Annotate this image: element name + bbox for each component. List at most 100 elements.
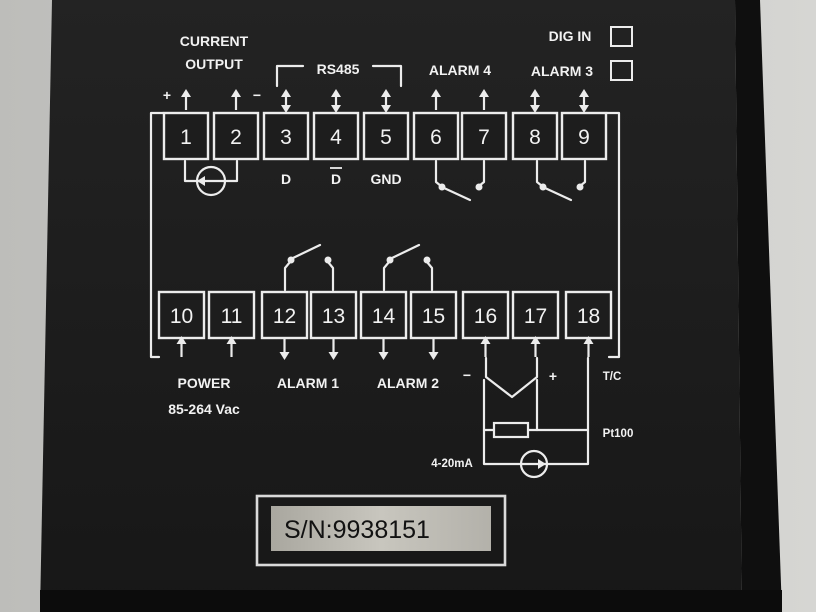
terminal-6-arrow xyxy=(431,89,441,110)
terminal-1-arrow-up xyxy=(181,89,191,97)
alarm2-contact-switch xyxy=(390,243,421,260)
terminal-15-arrow xyxy=(428,339,439,360)
terminal-12-arrow-down xyxy=(279,352,290,360)
terminal-17 xyxy=(511,290,560,340)
terminal-4-arrow-up xyxy=(331,89,341,97)
terminal-5-arrow-down xyxy=(381,105,391,113)
terminal-10-arrow-up xyxy=(176,336,187,344)
terminal-4 xyxy=(312,111,360,161)
terminal-5-arrow xyxy=(381,89,391,113)
terminal-6-arrow-up xyxy=(431,89,441,97)
terminal-17-number: 17 xyxy=(524,305,547,328)
rs485-gnd-label: GND xyxy=(370,171,401,187)
terminal-2-arrow-up xyxy=(231,89,241,97)
terminal-2-number: 2 xyxy=(230,126,242,149)
tc-label: T/C xyxy=(603,371,622,383)
terminal-3-arrow-down xyxy=(281,105,291,113)
terminal-14 xyxy=(359,290,408,340)
terminal-15 xyxy=(409,290,458,340)
serial-number: S/N:9938151 xyxy=(284,516,430,544)
terminal-10 xyxy=(157,290,206,340)
alarm3-contact-right xyxy=(576,183,584,191)
terminal-1 xyxy=(162,111,210,161)
terminal-3-arrow-up xyxy=(281,89,291,97)
alarm4-contact-right xyxy=(475,183,483,191)
terminal-15-number: 15 xyxy=(422,305,445,328)
terminal-6 xyxy=(412,111,460,161)
device-side-edge xyxy=(735,0,782,612)
alarm4-label: ALARM 4 xyxy=(429,62,491,78)
alarm2-contact-right xyxy=(423,256,431,264)
terminal-2-arrow xyxy=(231,89,241,110)
terminal-13 xyxy=(309,290,358,340)
alarm2-label: ALARM 2 xyxy=(377,375,439,391)
current-output-label-line1: CURRENT xyxy=(180,33,249,49)
terminal-13-arrow xyxy=(328,339,339,360)
terminal-5-number: 5 xyxy=(380,126,392,149)
terminal-14-arrow-down xyxy=(378,352,389,360)
ma-source-icon xyxy=(519,449,549,479)
alarm1-contact-wires xyxy=(283,260,335,292)
terminal-14-number: 14 xyxy=(372,305,396,328)
terminal-9-arrow-up xyxy=(579,89,589,97)
terminal-10-arrow xyxy=(176,336,187,357)
terminal-18-arrow xyxy=(583,336,594,357)
rs485-label: RS485 xyxy=(317,61,360,77)
frame-wire-right xyxy=(605,111,621,359)
terminal-4-number: 4 xyxy=(330,126,342,149)
terminal-12-number: 12 xyxy=(273,305,296,328)
terminal-11-arrow-up xyxy=(226,336,237,344)
terminal1-plus-mark: + xyxy=(163,87,171,103)
alarm4-contact-switch xyxy=(442,186,472,202)
dig-in-label: DIG IN xyxy=(549,28,592,44)
terminal-1-number: 1 xyxy=(180,126,192,149)
terminal2-minus-mark: − xyxy=(253,87,261,103)
alarm1-contact-right xyxy=(324,256,332,264)
terminal-8 xyxy=(511,111,559,161)
alarm1-label: ALARM 1 xyxy=(277,375,339,391)
terminal-7-arrow xyxy=(479,89,489,110)
current-source-arrow-head xyxy=(197,176,205,186)
tc-minus-mark: − xyxy=(463,367,471,383)
alarm1-contact-switch xyxy=(291,243,322,260)
ma-label: 4-20mA xyxy=(431,458,473,470)
frame-wire-left xyxy=(149,111,165,359)
terminal-9-arrow xyxy=(579,89,589,113)
serial-label-sticker xyxy=(271,506,491,551)
terminal-7-number: 7 xyxy=(478,126,490,149)
terminal-18-arrow-up xyxy=(583,336,594,344)
terminal-5 xyxy=(362,111,410,161)
terminal-11 xyxy=(207,290,256,340)
terminal-3-number: 3 xyxy=(280,126,292,149)
terminal-6-number: 6 xyxy=(430,126,442,149)
terminal-16 xyxy=(461,290,510,340)
alarm3-checkbox xyxy=(610,60,633,81)
current-source-wire xyxy=(183,159,239,183)
terminal-12 xyxy=(260,290,309,340)
power-label: POWER xyxy=(178,375,231,391)
terminal-18-number: 18 xyxy=(577,305,600,328)
power-spec-label: 85-264 Vac xyxy=(168,401,240,417)
terminal-12-arrow xyxy=(279,339,290,360)
terminal-8-arrow-down xyxy=(530,105,540,113)
thermocouple-junction-symbol xyxy=(484,356,539,399)
terminal-7-arrow-up xyxy=(479,89,489,97)
terminal-10-number: 10 xyxy=(170,305,193,328)
terminal-16-arrow xyxy=(480,336,491,357)
device-bottom-edge xyxy=(40,590,782,612)
terminal-18 xyxy=(564,290,613,340)
terminal-15-arrow-down xyxy=(428,352,439,360)
terminal-13-number: 13 xyxy=(322,305,345,328)
current-output-label-line2: OUTPUT xyxy=(185,56,243,72)
rs485-bracket xyxy=(275,64,403,88)
terminal-7 xyxy=(460,111,508,161)
rs485-d-label: D xyxy=(281,171,291,187)
terminal-14-arrow xyxy=(378,339,389,360)
alarm3-contact-switch xyxy=(543,186,573,202)
terminal-11-arrow xyxy=(226,336,237,357)
terminal-3-arrow xyxy=(281,89,291,113)
terminal-8-arrow-up xyxy=(530,89,540,97)
